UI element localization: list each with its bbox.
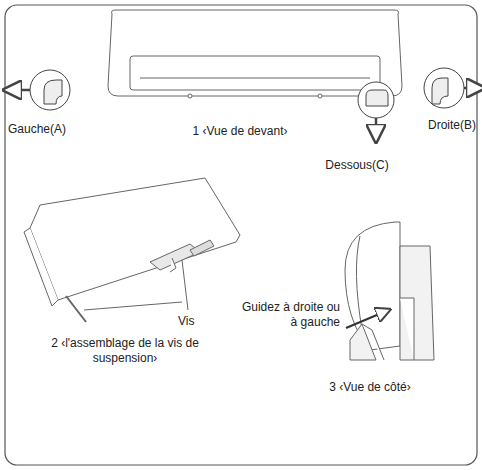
pipe-callout-left: [12, 70, 70, 110]
direction-label: Dessous(C): [312, 158, 402, 173]
view-caption: 1 ‹Vue de devant›: [170, 124, 310, 139]
frame: [5, 5, 477, 465]
indoor-unit-front: [108, 10, 402, 98]
indoor-unit-underside: [24, 178, 240, 322]
view-caption: 2 ‹l'assemblage de la vis de suspension›: [20, 336, 230, 366]
direction-label: Gauche(A): [8, 122, 88, 137]
instruction-note: Guidez à droite ou à gauche: [238, 300, 340, 330]
part-name: Vis: [178, 314, 218, 329]
indoor-unit-side: [345, 222, 434, 360]
view-caption: 3 ‹Vue de côté›: [300, 380, 440, 395]
pipe-callout-right: [424, 68, 476, 108]
direction-label: Droite(B): [404, 118, 476, 133]
pipe-callout-bottom: [358, 82, 394, 134]
